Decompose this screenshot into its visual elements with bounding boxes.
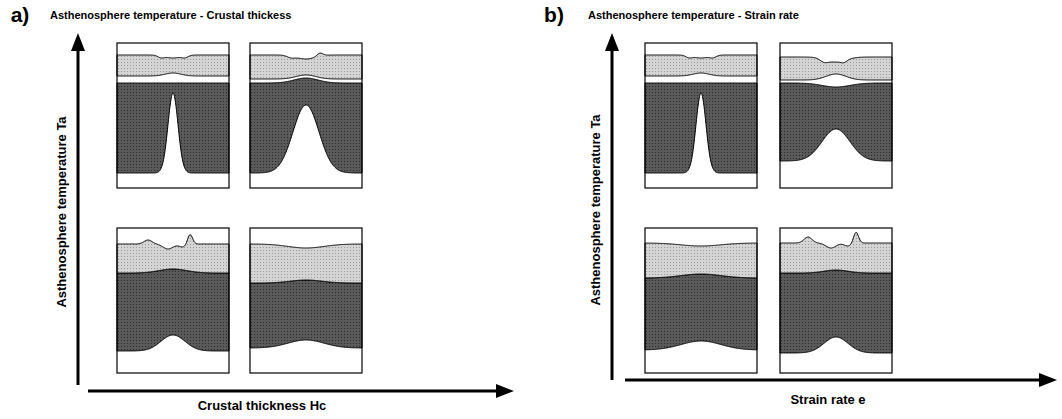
axis-label: Strain rate e bbox=[790, 393, 865, 407]
model-frame-ground bbox=[250, 228, 362, 373]
axis-line bbox=[625, 379, 1039, 382]
axis-label: Asthenosphere temperature Ta bbox=[589, 114, 603, 305]
mantle-lithosphere bbox=[780, 270, 892, 353]
model-frame bbox=[780, 228, 892, 373]
mantle-lithosphere bbox=[250, 78, 362, 173]
lithosphere-model bbox=[645, 228, 757, 373]
crust-layer bbox=[250, 53, 362, 79]
model-frame-ground bbox=[250, 43, 362, 188]
axis-label: Asthenosphere temperature Ta bbox=[55, 116, 69, 307]
model-frame bbox=[250, 228, 362, 373]
axis-label: Crustal thickness Hc bbox=[198, 399, 327, 413]
crust-layer bbox=[645, 243, 757, 278]
mantle-lithosphere bbox=[250, 280, 362, 348]
mantle-lithosphere bbox=[117, 269, 229, 351]
panel-title: Asthenosphere temperature - Crustal thic… bbox=[50, 9, 291, 21]
lithosphere-model bbox=[780, 43, 892, 188]
mantle-lithosphere bbox=[645, 83, 757, 173]
model-frame-ground bbox=[780, 43, 892, 188]
axis-line bbox=[77, 51, 80, 385]
mantle-lithosphere bbox=[780, 83, 892, 161]
lithosphere-model bbox=[645, 43, 757, 188]
lithosphere-model bbox=[780, 228, 892, 373]
mantle-lithosphere bbox=[117, 83, 229, 173]
model-frame-ground bbox=[117, 228, 229, 373]
model-frame bbox=[645, 228, 757, 373]
crust-layer bbox=[645, 55, 757, 76]
crust-layer bbox=[780, 232, 892, 273]
axis-arrowhead bbox=[496, 384, 514, 398]
model-frame bbox=[250, 43, 362, 188]
panel-letter: a) bbox=[11, 3, 30, 26]
model-frame bbox=[645, 43, 757, 188]
axis-arrowhead bbox=[71, 33, 85, 51]
crust-layer bbox=[117, 235, 229, 273]
axis-arrowhead bbox=[605, 33, 619, 51]
crust-layer bbox=[250, 244, 362, 283]
model-frame bbox=[117, 228, 229, 373]
axis-line bbox=[611, 51, 614, 380]
model-frame-ground bbox=[780, 228, 892, 373]
model-frame-ground bbox=[645, 43, 757, 188]
lithosphere-model bbox=[117, 43, 229, 188]
panel-letter: b) bbox=[544, 3, 564, 26]
panel-title: Asthenosphere temperature - Strain rate bbox=[588, 9, 799, 21]
crust-layer bbox=[780, 57, 892, 80]
model-frame bbox=[117, 43, 229, 188]
mantle-lithosphere bbox=[645, 274, 757, 350]
lithosphere-model bbox=[250, 228, 362, 373]
lithosphere-model bbox=[250, 43, 362, 188]
model-frame-ground bbox=[645, 228, 757, 373]
axis-arrowhead bbox=[1039, 373, 1057, 387]
lithosphere-model bbox=[117, 228, 229, 373]
crust-layer bbox=[117, 55, 229, 76]
axis-line bbox=[88, 390, 496, 393]
model-frame bbox=[780, 43, 892, 188]
model-frame-ground bbox=[117, 43, 229, 188]
